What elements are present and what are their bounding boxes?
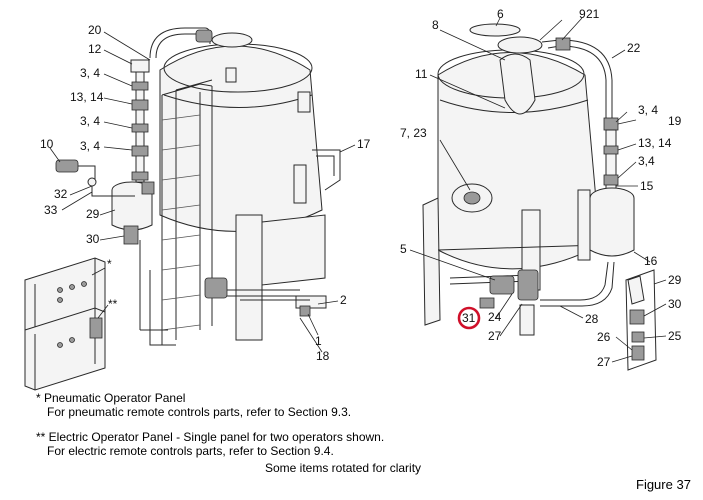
callout-3-4: 3, 4 bbox=[638, 103, 658, 117]
callout-8: 8 bbox=[432, 18, 439, 32]
callout-24: 24 bbox=[488, 310, 502, 324]
left-blast-vessel-assembly bbox=[55, 27, 341, 346]
callout-31: 31 bbox=[462, 311, 476, 325]
callout-9: 9 bbox=[579, 7, 586, 21]
top-cover bbox=[469, 23, 521, 37]
callout-double-star: ** bbox=[108, 297, 118, 311]
callout-13-14: 13, 14 bbox=[70, 90, 104, 104]
callout-star: * bbox=[107, 257, 112, 271]
callout-19: 19 bbox=[668, 114, 682, 128]
callout-20: 20 bbox=[88, 23, 102, 37]
callout-12: 12 bbox=[88, 42, 102, 56]
callout-3-4: 3, 4 bbox=[80, 114, 100, 128]
callout-3-4: 3,4 bbox=[638, 154, 655, 168]
callout-17: 17 bbox=[357, 137, 371, 151]
callout-3-4: 3, 4 bbox=[80, 139, 100, 153]
callout-30: 30 bbox=[668, 297, 682, 311]
callout-15: 15 bbox=[640, 179, 654, 193]
callout-3-4: 3, 4 bbox=[80, 66, 100, 80]
callout-32: 32 bbox=[54, 187, 68, 201]
callout-13-14: 13, 14 bbox=[638, 136, 672, 150]
callout-25: 25 bbox=[668, 329, 682, 343]
screen-assembly bbox=[499, 53, 536, 115]
operator-panels bbox=[24, 257, 106, 391]
electric-panel-reference: For electric remote controls parts, refe… bbox=[47, 444, 334, 458]
callout-21: 21 bbox=[586, 7, 600, 21]
callout-27: 27 bbox=[488, 329, 502, 343]
leader-lines bbox=[49, 17, 667, 363]
callout-5: 5 bbox=[400, 242, 407, 256]
callout-22: 22 bbox=[627, 41, 641, 55]
callout-28: 28 bbox=[585, 312, 599, 326]
right-blast-vessel-assembly bbox=[422, 23, 657, 371]
callout-18: 18 bbox=[316, 349, 330, 363]
callout-27: 27 bbox=[597, 355, 611, 369]
callout-1: 1 bbox=[315, 334, 322, 348]
left-vessel-top-port bbox=[211, 32, 253, 48]
callout-labels: 20 12 3, 4 13, 14 3, 4 3, 4 10 32 33 29 … bbox=[40, 7, 682, 369]
rotated-items-note: Some items rotated for clarity bbox=[265, 461, 422, 475]
highlight-circle bbox=[457, 306, 481, 330]
callout-6: 6 bbox=[497, 7, 504, 21]
callout-33: 33 bbox=[44, 203, 58, 217]
callout-7-23: 7, 23 bbox=[400, 126, 427, 140]
left-vessel-body bbox=[159, 45, 323, 232]
callout-2: 2 bbox=[340, 293, 347, 307]
callout-26: 26 bbox=[597, 330, 611, 344]
callout-10: 10 bbox=[40, 137, 54, 151]
figure-label: Figure 37 bbox=[636, 477, 691, 492]
callout-11: 11 bbox=[415, 67, 428, 81]
electric-panel-note: ** Electric Operator Panel - Single pane… bbox=[36, 430, 385, 444]
left-ladder bbox=[149, 79, 213, 346]
callout-29: 29 bbox=[86, 207, 100, 221]
callout-30: 30 bbox=[86, 232, 100, 246]
callout-16: 16 bbox=[644, 254, 658, 268]
callout-29: 29 bbox=[668, 273, 682, 287]
pneumatic-panel-note: * Pneumatic Operator Panel bbox=[36, 391, 186, 405]
left-leg-front bbox=[235, 214, 263, 341]
pneumatic-panel-reference: For pneumatic remote controls parts, ref… bbox=[47, 405, 352, 419]
